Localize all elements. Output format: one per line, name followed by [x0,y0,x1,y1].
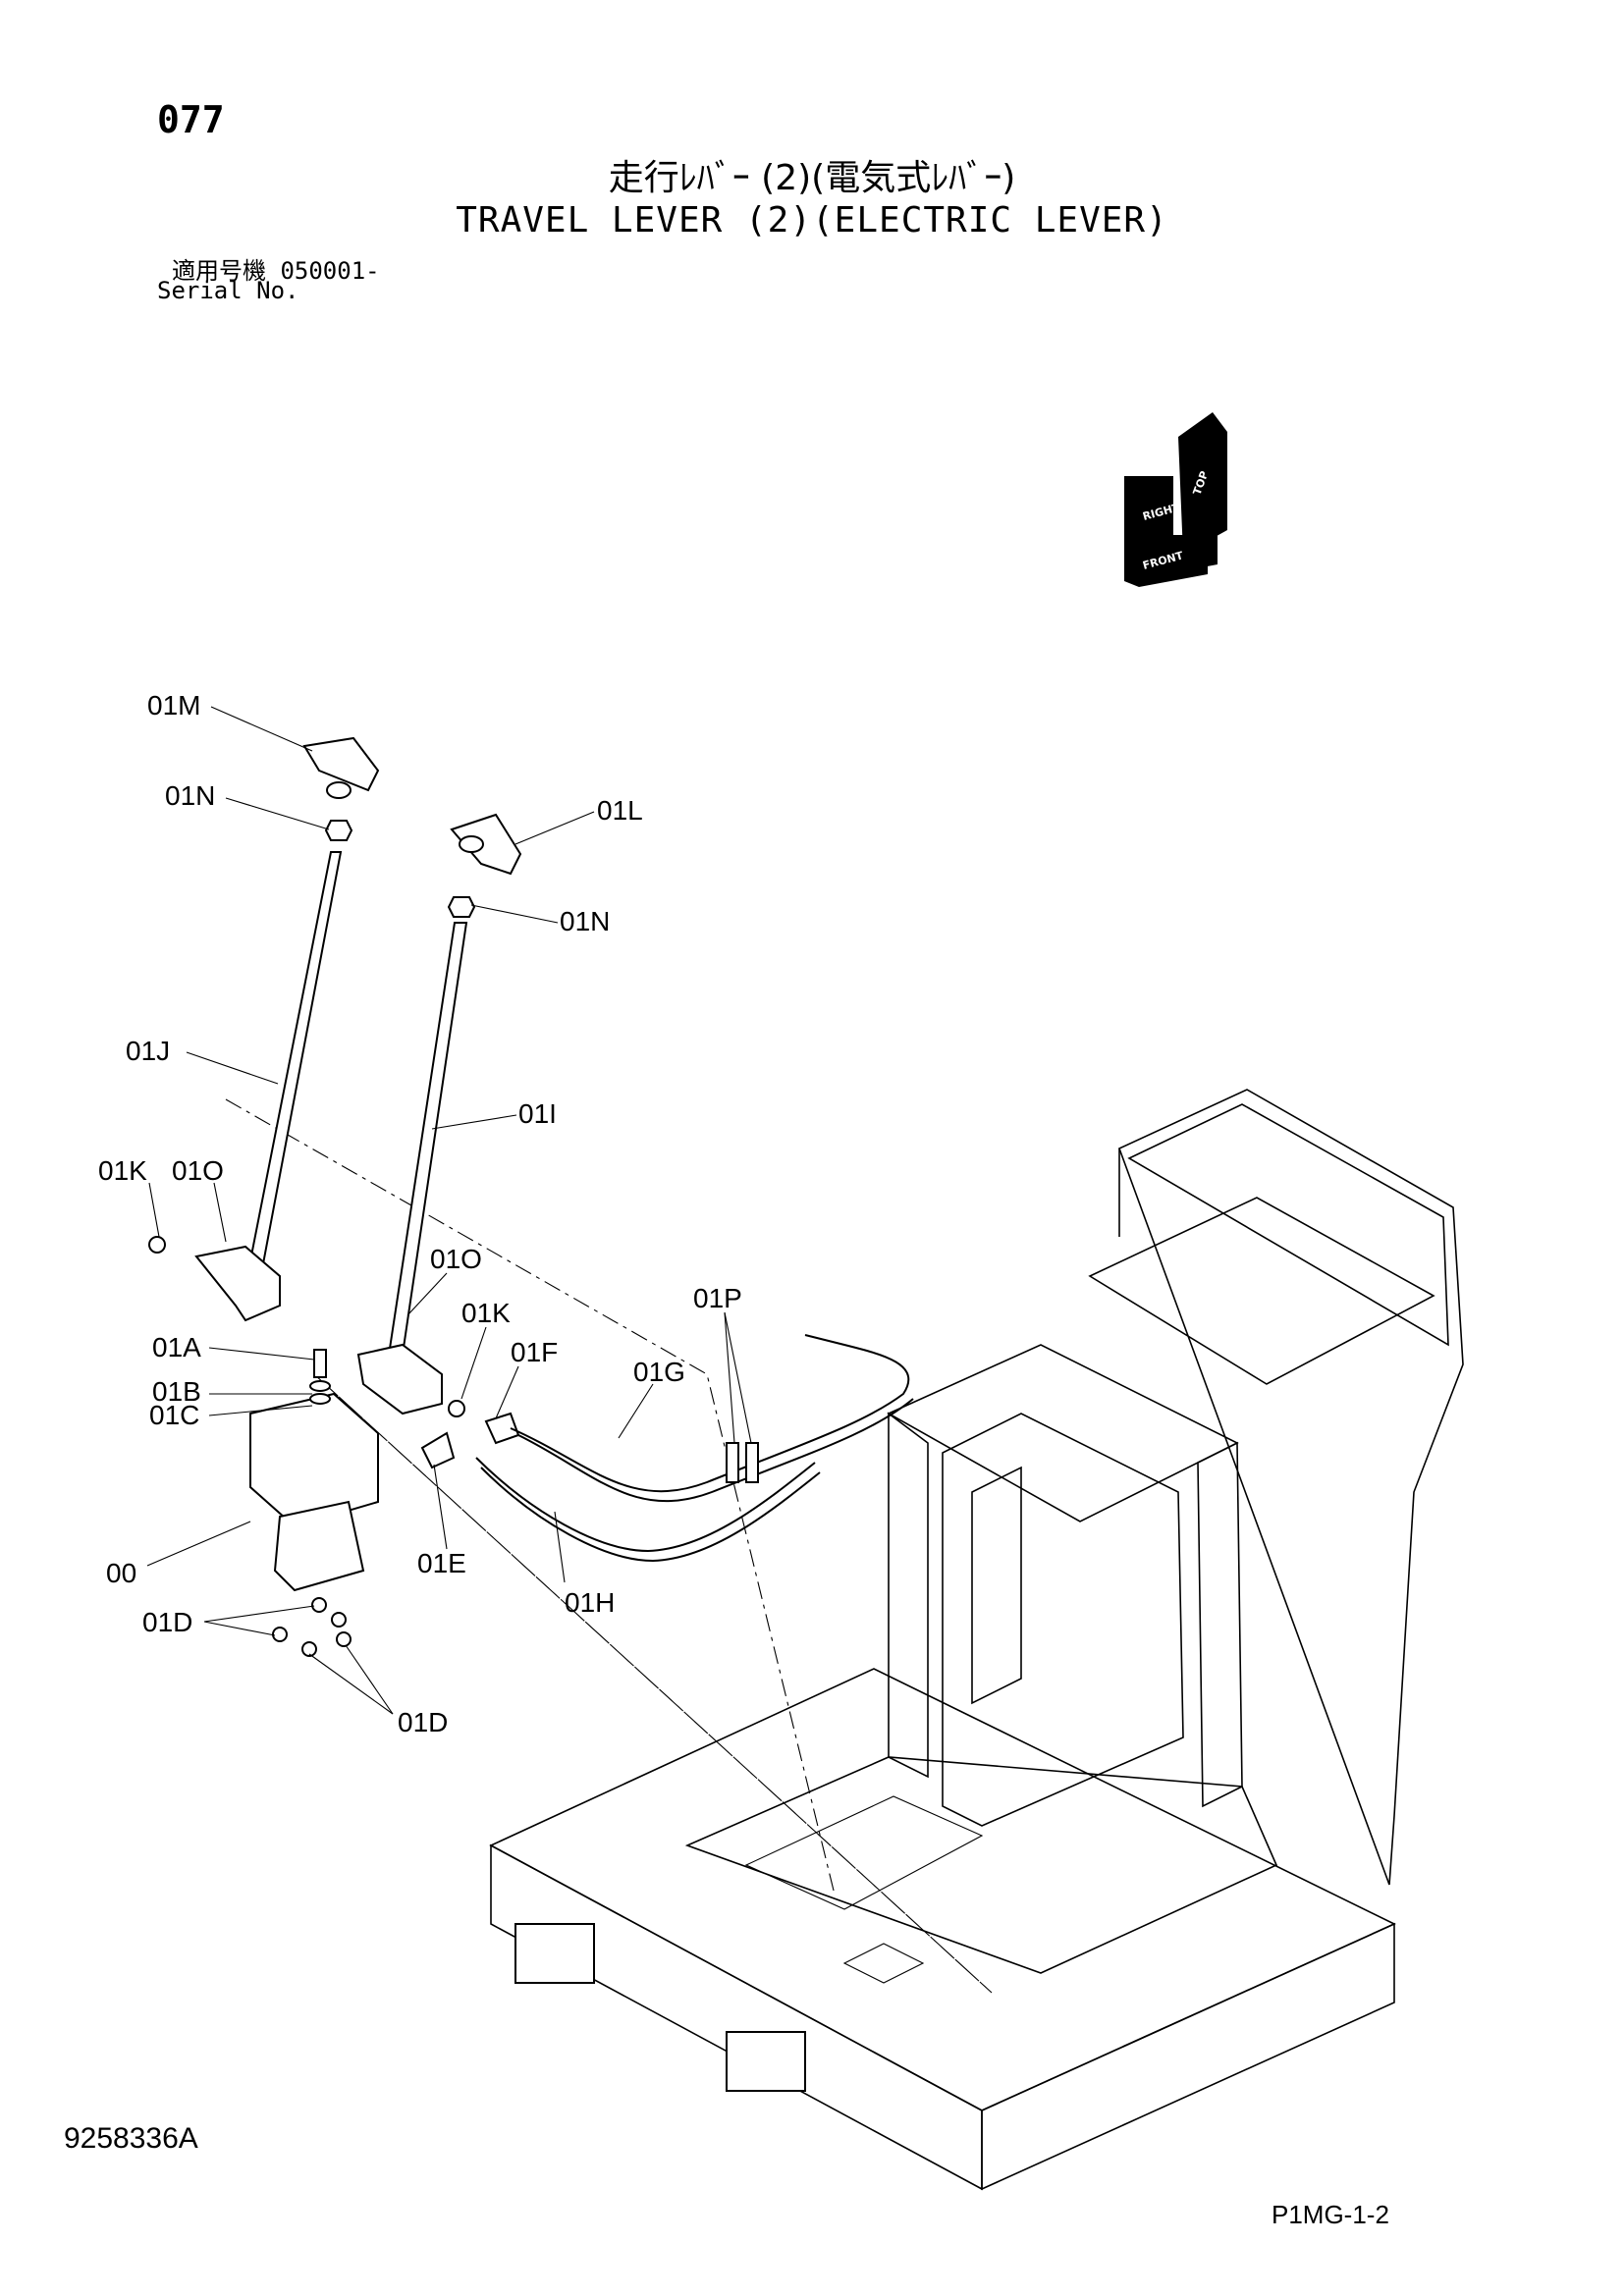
document-code: 9258336A [64,2122,198,2155]
bracket-left [194,1245,281,1322]
callout-01n-left: 01N [165,780,215,811]
callout-01m: 01M [147,690,200,721]
callout-01b: 01B [152,1376,201,1407]
nut-01n-right [447,896,476,918]
valve-assembly-00 [249,1349,379,1592]
callout-01e: 01E [417,1548,466,1578]
callout-01n-right: 01N [560,906,610,936]
lever-grip-right-01l [450,813,522,876]
bracket-right [356,1343,443,1415]
page-code: P1MG-1-2 [1272,2200,1389,2229]
lever-rod-right-01i [384,922,468,1375]
callout-01o-left: 01O [172,1155,224,1186]
title-japanese: 走行ﾚﾊﾞｰ (2)(電気式ﾚﾊﾞｰ) [608,158,1016,198]
hose-01g [510,1334,914,1503]
callout-01h: 01H [565,1587,615,1618]
hose-01h [475,1457,821,1563]
callout-01l: 01L [597,795,643,826]
callout-labels: 01M 01N 01L 01N 01J 01I 01K 01O 01O 01K … [98,690,742,1737]
callout-01a: 01A [152,1332,201,1362]
callout-01c: 01C [149,1400,199,1430]
elbow-01f [484,1412,520,1445]
serial-label: Serial No. [157,277,299,304]
callout-01p: 01P [693,1283,742,1313]
fittings-01d [272,1597,352,1657]
callout-01f: 01F [511,1337,558,1367]
cab-frame [225,1089,1464,2191]
clamp-01p [726,1442,759,1483]
nut-01n-left [324,820,353,841]
callout-01o-right: 01O [430,1244,482,1274]
bolt-01k-right [448,1400,465,1417]
callout-01d-left: 01D [142,1607,192,1637]
lever-rod-left-01j [240,851,343,1307]
elbow-01e [420,1431,456,1469]
callout-01k-left: 01K [98,1155,147,1186]
page-number: 077 [157,98,225,141]
callout-01j: 01J [126,1036,170,1066]
lever-grip-left-01m [302,736,380,799]
leader-lines [146,706,752,1715]
orientation-icon: RIGHT TOP FRONT [1124,412,1227,587]
bolt-01k-left [148,1236,166,1254]
callout-00: 00 [106,1558,136,1588]
callout-01i: 01I [518,1098,557,1129]
callout-01d-bottom: 01D [398,1707,448,1737]
title-english: TRAVEL LEVER (2)(ELECTRIC LEVER) [456,200,1168,240]
serial-range-jp: 適用号機 050001- [172,257,380,285]
callout-01k-right: 01K [461,1298,511,1328]
callout-01g: 01G [633,1357,685,1387]
